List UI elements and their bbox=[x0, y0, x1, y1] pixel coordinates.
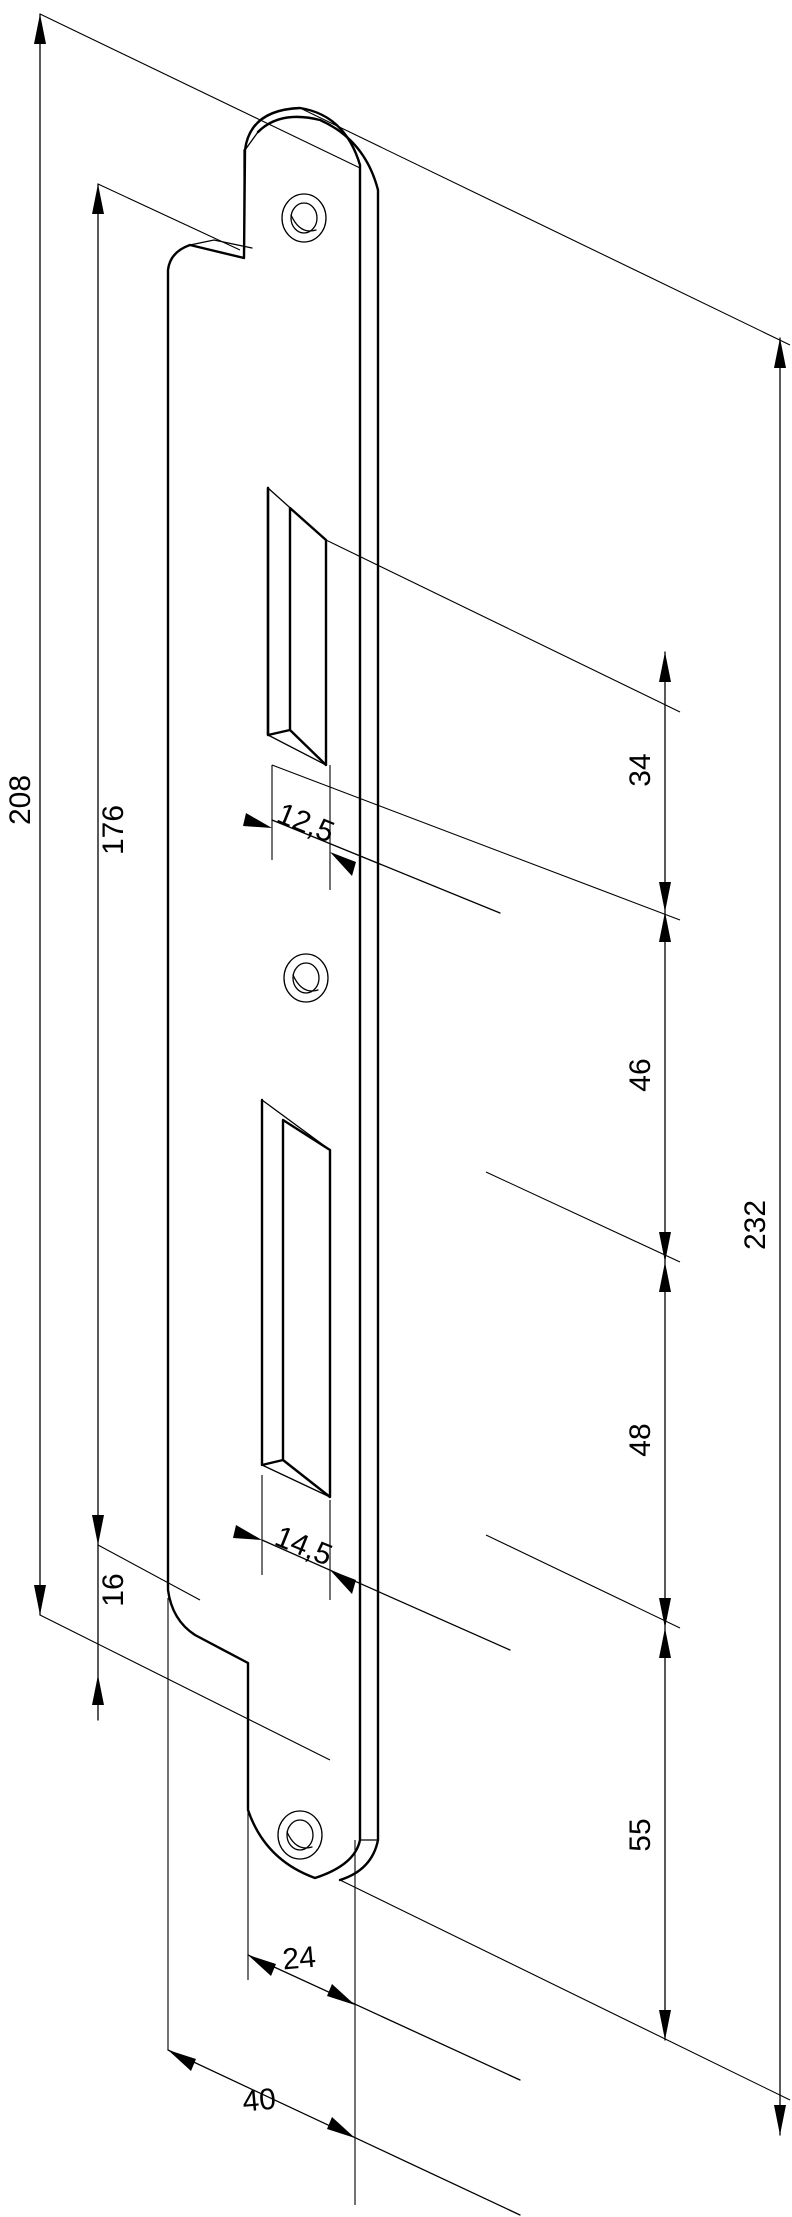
plate-thickness-tab bbox=[189, 239, 253, 249]
plate-front-outline bbox=[166, 106, 362, 1880]
bottom-screw-hole bbox=[277, 1810, 323, 1860]
dim-label-16: 16 bbox=[97, 1573, 130, 1606]
dimension-labels: 208 176 16 34 46 48 55 232 12,5 14,5 24 … bbox=[4, 753, 772, 2118]
top-screw-hole bbox=[281, 193, 327, 243]
extension-lines bbox=[39, 13, 791, 2205]
dim-label-40: 40 bbox=[241, 2083, 277, 2119]
plate-back-outline bbox=[256, 115, 380, 1882]
upper-latch-slot bbox=[266, 486, 328, 767]
dimension-lines bbox=[34, 13, 786, 2216]
dim-label-232: 232 bbox=[739, 1200, 772, 1250]
lower-latch-slot bbox=[260, 1098, 332, 1499]
dim-label-46: 46 bbox=[624, 1058, 657, 1091]
dim-label-208: 208 bbox=[4, 775, 37, 825]
strike-plate bbox=[166, 106, 380, 1882]
dim-label-48: 48 bbox=[624, 1423, 657, 1456]
middle-screw-hole bbox=[283, 953, 329, 1003]
dim-label-12-5: 12,5 bbox=[272, 797, 339, 849]
dim-label-34: 34 bbox=[624, 753, 657, 786]
dim-label-55: 55 bbox=[624, 1818, 657, 1851]
dim-label-14-5: 14,5 bbox=[270, 1520, 337, 1572]
dim-label-24: 24 bbox=[281, 1941, 317, 1977]
plate-thickness-top bbox=[244, 131, 259, 151]
dim-label-176: 176 bbox=[97, 805, 130, 855]
